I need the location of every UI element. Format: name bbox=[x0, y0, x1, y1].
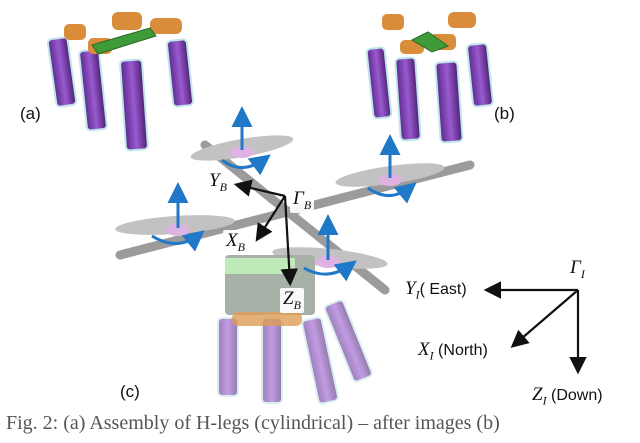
figure-caption: Fig. 2: (a) Assembly of H-legs (cylindri… bbox=[6, 412, 500, 434]
drone-joint-1 bbox=[232, 312, 302, 326]
drone-leg-4 bbox=[323, 299, 373, 383]
leg-a1 bbox=[46, 24, 86, 108]
body-x-axis bbox=[255, 195, 286, 242]
body-origin-label: ΓB bbox=[290, 188, 315, 213]
h-legs-assembly-a bbox=[46, 12, 194, 152]
leg-a2 bbox=[78, 38, 112, 132]
inertial-x-axis bbox=[510, 289, 579, 348]
rotation-arc-3 bbox=[151, 230, 205, 252]
drone-assembly bbox=[115, 135, 475, 405]
thrust-indicators bbox=[151, 106, 417, 282]
leg-a4 bbox=[150, 18, 194, 108]
inertial-y-label: YI( East) bbox=[405, 278, 467, 302]
inertial-origin-label: ΓI bbox=[570, 257, 585, 281]
drone-leg-3 bbox=[301, 316, 339, 405]
body-frame-axes bbox=[233, 179, 299, 287]
drone-board bbox=[225, 258, 295, 274]
x-link-bar bbox=[410, 31, 450, 53]
h-link-bar bbox=[91, 27, 157, 55]
leg-b2 bbox=[394, 40, 424, 142]
leg-b1 bbox=[365, 14, 404, 120]
body-z-label: ZB bbox=[280, 288, 304, 313]
drone-leg-2 bbox=[261, 317, 283, 404]
inertial-frame-axes bbox=[483, 281, 587, 375]
inertial-x-label: XI (North) bbox=[418, 339, 488, 363]
rotation-arc-2 bbox=[367, 182, 417, 204]
leg-a3 bbox=[112, 12, 149, 152]
body-x-label: XB bbox=[223, 230, 248, 255]
h-legs-assembly-b bbox=[365, 12, 494, 144]
rotation-arc-4 bbox=[303, 260, 357, 282]
body-z-axis bbox=[280, 195, 299, 287]
drone-leg-1 bbox=[217, 317, 239, 397]
leg-b4 bbox=[448, 12, 494, 108]
panel-label-c: (c) bbox=[120, 382, 140, 401]
body-y-label: YB bbox=[206, 170, 230, 195]
panel-label-a: (a) bbox=[20, 104, 41, 123]
body-y-axis bbox=[233, 179, 286, 198]
inertial-z-label: ZI (Down) bbox=[532, 384, 603, 408]
rotation-arc-1 bbox=[221, 154, 271, 176]
panel-label-b: (b) bbox=[494, 104, 515, 123]
